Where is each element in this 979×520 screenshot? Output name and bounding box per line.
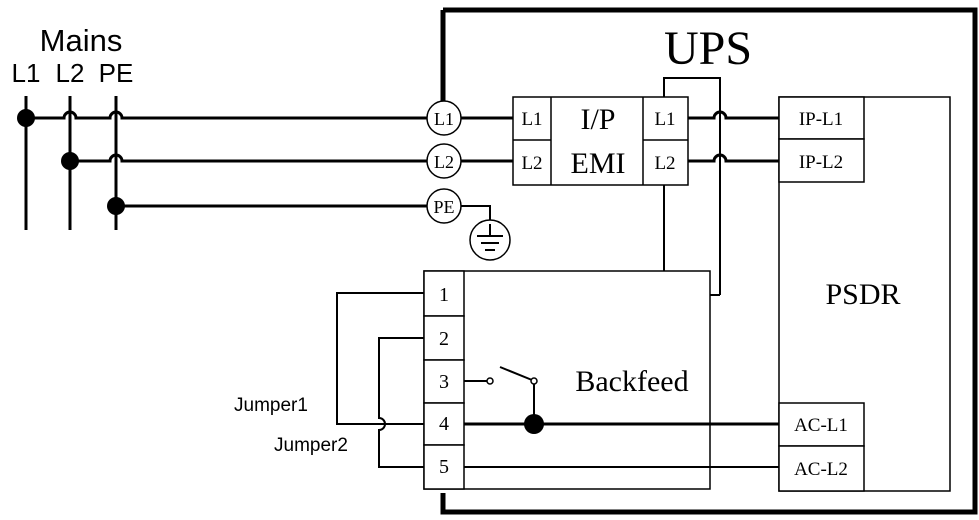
emi-block	[512, 96, 689, 186]
backfeed-terminal-5-label: 5	[439, 456, 449, 478]
ups-terminal-l1-label: L1	[434, 109, 454, 129]
jumper1-wire	[336, 292, 424, 425]
emi-out-l2-label: L2	[654, 153, 675, 174]
wire-emi-l1-psdr	[688, 110, 779, 120]
backfeed-title: Backfeed	[575, 365, 688, 398]
psdr-title: PSDR	[825, 278, 900, 311]
psdr-ip-l2-label: IP-L2	[799, 152, 843, 173]
emi-in-l1-label: L1	[521, 109, 542, 130]
feeder-l2	[70, 153, 427, 163]
emi-out-l1-label: L1	[654, 109, 675, 130]
emi-in-l2-label: L2	[521, 153, 542, 174]
psdr-ac-l2-label: AC-L2	[794, 459, 848, 480]
junction-l1	[17, 109, 35, 127]
ups-terminal-l2-label: L2	[434, 152, 454, 172]
ups-terminal-l1	[426, 100, 462, 136]
backfeed-terminal-3-label: 3	[439, 371, 449, 393]
backfeed-terminal-1-label: 1	[439, 284, 449, 306]
wire-emi-l1-to-t1	[663, 77, 721, 295]
mains-l2-label: L2	[56, 58, 85, 88]
ups-terminal-pe	[426, 188, 462, 224]
ground-symbol-ring	[469, 219, 511, 261]
backfeed-terminal-1	[423, 270, 465, 317]
psdr-ip-l1-terminal	[778, 96, 865, 140]
wire-pe-ground	[461, 205, 491, 220]
junction-pe	[107, 197, 125, 215]
ground-icon	[477, 224, 503, 251]
ups-terminal-pe-label: PE	[433, 197, 454, 217]
jumper2-label: Jumper2	[274, 435, 348, 456]
ups-terminal-l2	[426, 143, 462, 179]
jumper1-label: Jumper1	[234, 395, 308, 416]
junction-l2	[61, 152, 79, 170]
ups-enclosure	[440, 7, 978, 515]
psdr-ip-l2-terminal	[778, 138, 865, 183]
psdr-ip-l1-label: IP-L1	[799, 109, 843, 130]
backfeed-terminal-2-label: 2	[439, 328, 449, 350]
mains-pe-label: PE	[99, 58, 134, 88]
feeder-l1	[26, 110, 427, 120]
emi-title-line1: I/P	[580, 103, 615, 136]
psdr-ac-l1-terminal	[778, 402, 865, 447]
jumper2-wire	[378, 337, 424, 468]
junction-t4	[524, 414, 544, 434]
ups-title: UPS	[664, 22, 752, 75]
psdr-ac-l2-terminal	[778, 445, 865, 492]
psdr-ac-l1-label: AC-L1	[794, 415, 848, 436]
mains-title: Mains	[40, 23, 123, 58]
backfeed-terminal-4-label: 4	[439, 413, 449, 435]
backfeed-terminal-2	[423, 315, 465, 361]
backfeed-terminal-3	[423, 359, 465, 404]
emi-title-line2: EMI	[571, 147, 626, 180]
backfeed-switch	[464, 366, 538, 424]
backfeed-box	[423, 270, 711, 490]
wire-emi-l2-psdr	[688, 153, 779, 163]
mains-l1-label: L1	[12, 58, 41, 88]
